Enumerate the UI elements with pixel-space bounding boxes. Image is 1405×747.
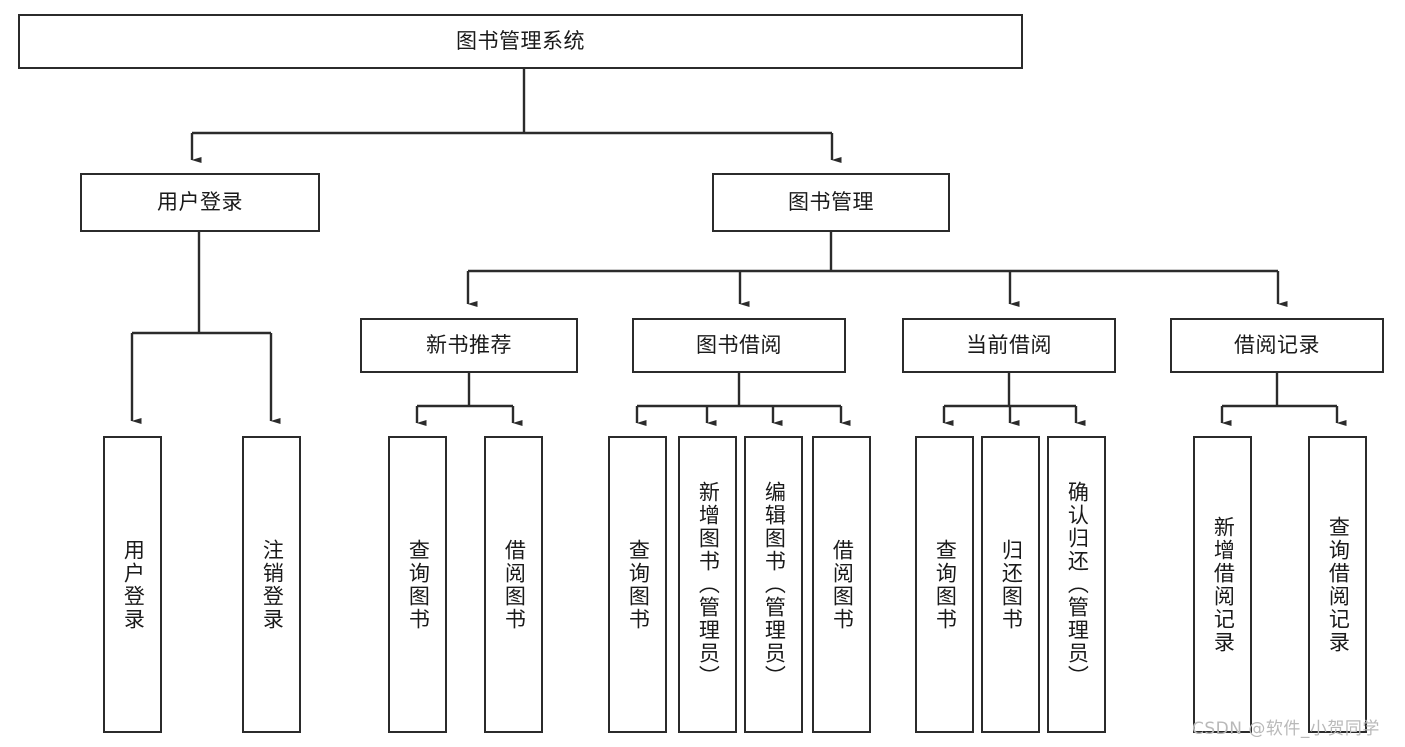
leaf-current-confirm-return-admin[interactable]: 确认归还（管理员）: [1047, 436, 1106, 733]
node-user-login-label: 用户登录: [157, 190, 243, 215]
node-new-book-recommend-label: 新书推荐: [426, 333, 512, 358]
node-book-management-label: 图书管理: [788, 190, 874, 215]
leaf-current-query-book-label: 查询图书: [933, 538, 958, 631]
leaf-newbook-borrow-book[interactable]: 借阅图书: [484, 436, 543, 733]
leaf-current-return-book-label: 归还图书: [999, 538, 1024, 631]
leaf-user-login[interactable]: 用户登录: [103, 436, 162, 733]
leaf-user-logout-label: 注销登录: [260, 538, 285, 631]
leaf-record-add-record[interactable]: 新增借阅记录: [1193, 436, 1252, 733]
node-book-borrow[interactable]: 图书借阅: [632, 318, 846, 373]
leaf-user-login-label: 用户登录: [121, 538, 146, 631]
watermark: CSDN @软件_小贺同学: [1192, 719, 1380, 739]
leaf-borrow-borrow-book-label: 借阅图书: [830, 538, 855, 631]
node-borrow-record-label: 借阅记录: [1234, 333, 1320, 358]
leaf-current-confirm-return-admin-label: 确认归还（管理员）: [1065, 481, 1090, 688]
leaf-borrow-edit-book-admin[interactable]: 编辑图书（管理员）: [744, 436, 803, 733]
leaf-current-return-book[interactable]: 归还图书: [981, 436, 1040, 733]
node-new-book-recommend[interactable]: 新书推荐: [360, 318, 578, 373]
leaf-user-logout[interactable]: 注销登录: [242, 436, 301, 733]
leaf-newbook-query-book[interactable]: 查询图书: [388, 436, 447, 733]
node-root[interactable]: 图书管理系统: [18, 14, 1023, 69]
node-current-borrow[interactable]: 当前借阅: [902, 318, 1116, 373]
leaf-borrow-edit-book-admin-label: 编辑图书（管理员）: [762, 481, 787, 688]
leaf-record-add-record-label: 新增借阅记录: [1211, 515, 1236, 654]
node-user-login[interactable]: 用户登录: [80, 173, 320, 232]
leaf-borrow-add-book-admin-label: 新增图书（管理员）: [696, 481, 721, 688]
leaf-newbook-query-book-label: 查询图书: [406, 538, 431, 631]
leaf-borrow-add-book-admin[interactable]: 新增图书（管理员）: [678, 436, 737, 733]
leaf-borrow-query-book-label: 查询图书: [626, 538, 651, 631]
node-root-label: 图书管理系统: [456, 29, 585, 54]
leaf-borrow-borrow-book[interactable]: 借阅图书: [812, 436, 871, 733]
node-book-borrow-label: 图书借阅: [696, 333, 782, 358]
node-borrow-record[interactable]: 借阅记录: [1170, 318, 1384, 373]
leaf-newbook-borrow-book-label: 借阅图书: [502, 538, 527, 631]
leaf-record-query-record-label: 查询借阅记录: [1326, 515, 1351, 654]
node-book-management[interactable]: 图书管理: [712, 173, 950, 232]
node-current-borrow-label: 当前借阅: [966, 333, 1052, 358]
leaf-borrow-query-book[interactable]: 查询图书: [608, 436, 667, 733]
leaf-record-query-record[interactable]: 查询借阅记录: [1308, 436, 1367, 733]
leaf-current-query-book[interactable]: 查询图书: [915, 436, 974, 733]
